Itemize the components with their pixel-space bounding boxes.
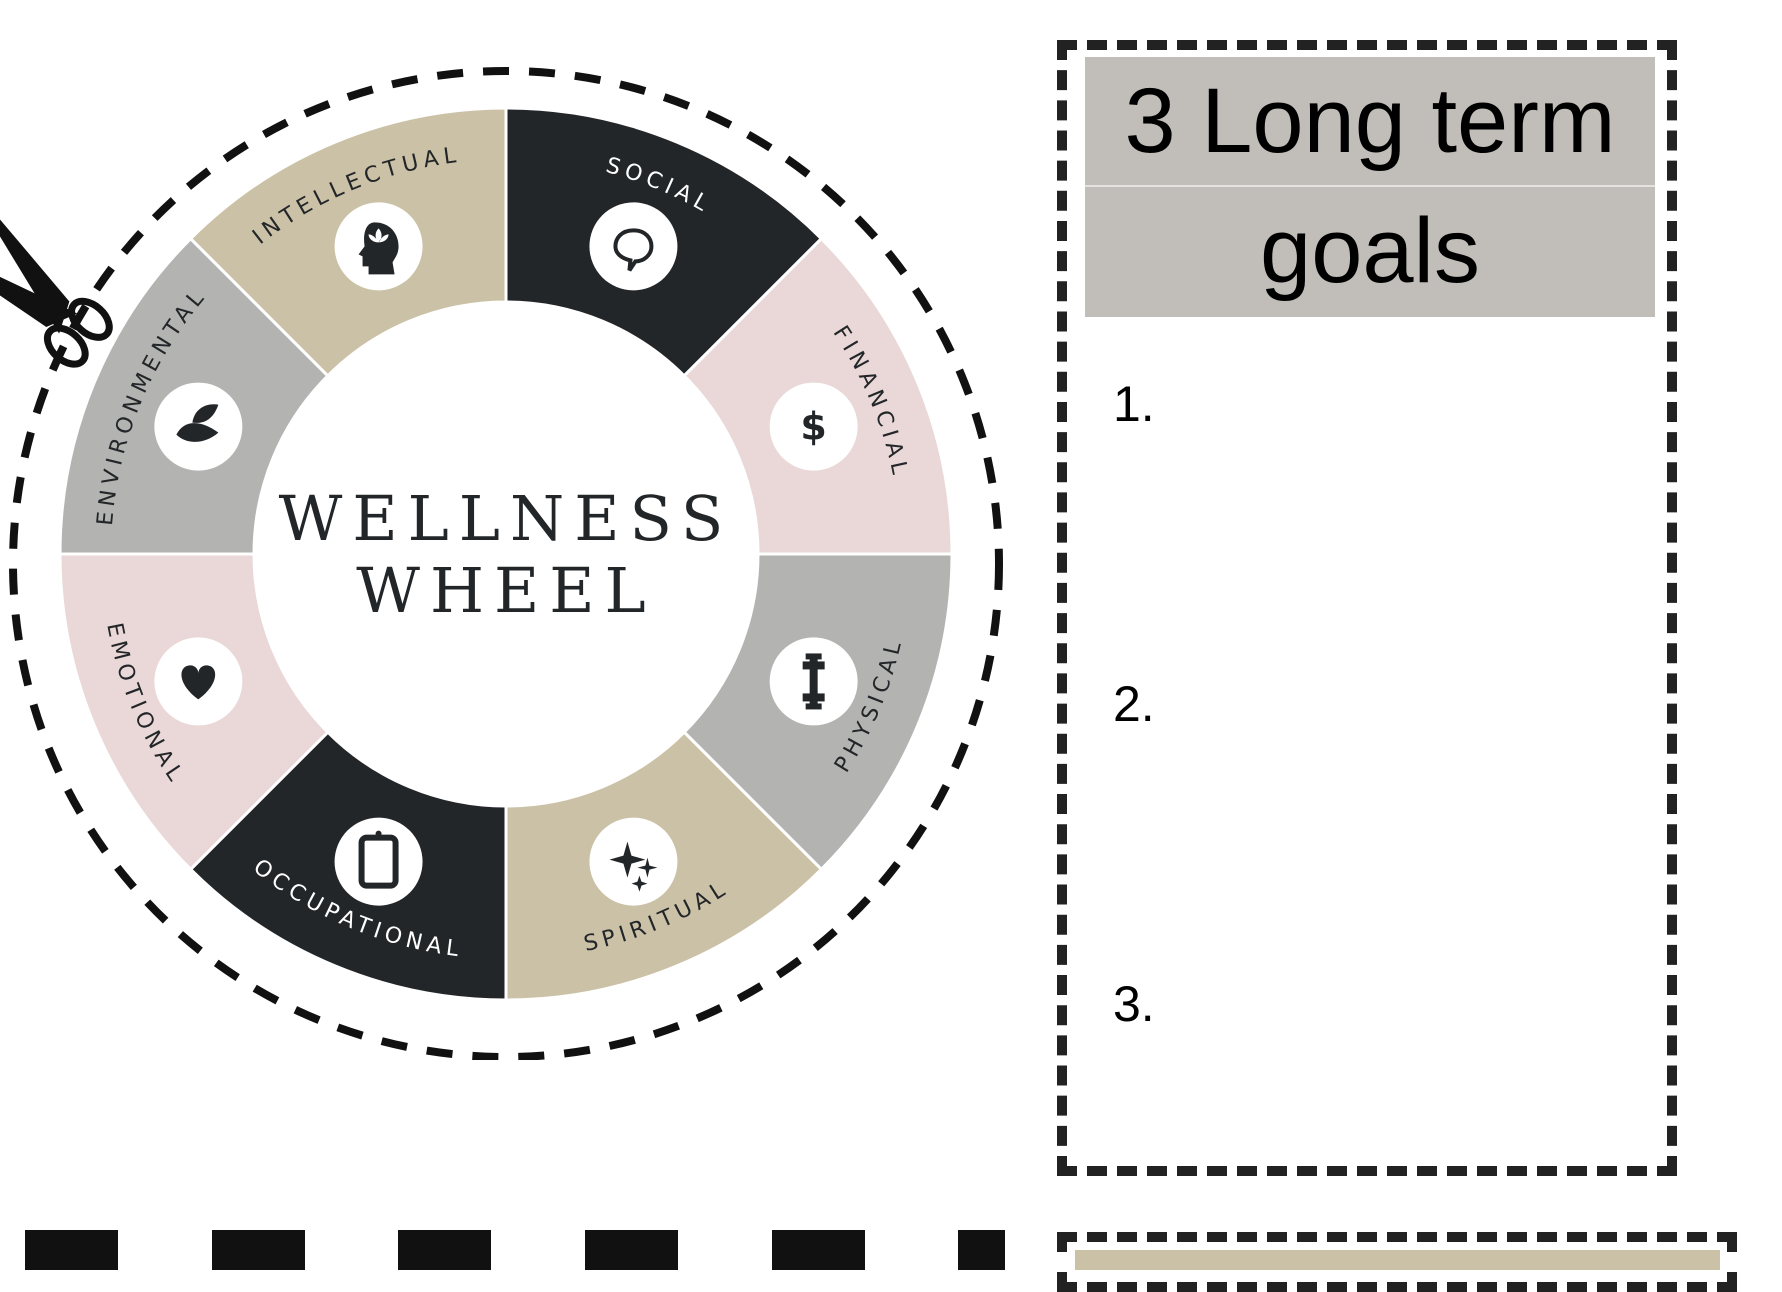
goals-frame bbox=[1057, 40, 1677, 1176]
svg-text:$: $ bbox=[800, 405, 826, 449]
dollar-icon: $ bbox=[769, 382, 858, 471]
cut-dash bbox=[398, 1230, 491, 1270]
cut-dash bbox=[212, 1230, 305, 1270]
heart-icon bbox=[154, 637, 243, 726]
cut-circle bbox=[9, 67, 1003, 1060]
wheel-title-line1: WELLNESS bbox=[279, 482, 734, 555]
goals-title-line2: goals bbox=[1260, 200, 1480, 302]
goals-title-line1: 3 Long term bbox=[1124, 70, 1616, 172]
cut-dash bbox=[772, 1230, 865, 1270]
sparkles-icon bbox=[589, 817, 678, 906]
scissors-icon bbox=[0, 209, 113, 368]
goals-title-divider bbox=[1085, 185, 1655, 187]
cut-dash bbox=[958, 1230, 1005, 1270]
cut-dash bbox=[585, 1230, 678, 1270]
goal-item-2[interactable]: 2. bbox=[1113, 676, 1155, 732]
wheel-center bbox=[254, 302, 758, 806]
goals-title: 3 Long term goals bbox=[1085, 57, 1655, 317]
dumbbell-icon bbox=[769, 637, 858, 726]
leaves-icon bbox=[154, 382, 243, 471]
tablet-icon bbox=[334, 817, 423, 906]
next-card-header bbox=[1075, 1250, 1720, 1270]
cut-line bbox=[25, 1230, 1005, 1270]
head-lotus-icon bbox=[334, 202, 423, 291]
wellness-wheel: SOCIALFINANCIALPHYSICALSPIRITUALOCCUPATI… bbox=[0, 67, 1003, 1060]
wheel-title-line2: WHEEL bbox=[356, 554, 655, 627]
cut-dash bbox=[25, 1230, 118, 1270]
goal-item-3[interactable]: 3. bbox=[1113, 976, 1155, 1032]
speech-bubble-icon bbox=[589, 202, 678, 291]
goal-item-1[interactable]: 1. bbox=[1113, 376, 1155, 432]
